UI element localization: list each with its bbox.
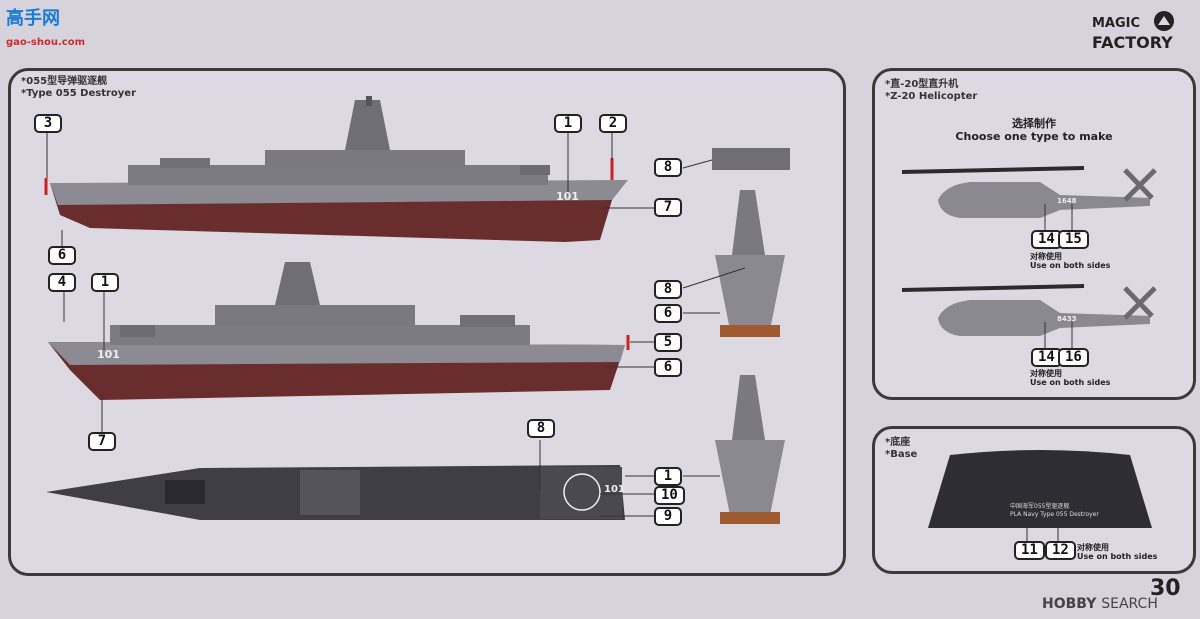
brand-mark-icon — [1154, 11, 1174, 31]
choose-type-note: 选择制作 Choose one type to make — [875, 117, 1193, 143]
choose-en: Choose one type to make — [955, 130, 1113, 143]
decal-badge-7-top: 7 — [654, 198, 682, 217]
decal-badge-8-top: 8 — [654, 158, 682, 177]
helicopter-2 — [901, 284, 1157, 336]
detail-strip — [712, 148, 790, 170]
ship-side-view-port — [48, 262, 630, 400]
base-title-en: *Base — [885, 449, 918, 460]
helicopter-1 — [901, 166, 1157, 218]
brand-line1: MAGIC — [1092, 16, 1141, 31]
base-title-cn: *底座 — [885, 437, 911, 448]
heli2-both-sides-en: Use on both sides — [1030, 378, 1111, 387]
heli1-both-sides-en: Use on both sides — [1030, 261, 1111, 270]
watermark-url: gao-shou.com — [6, 37, 86, 48]
decal-badge-8-mid: 8 — [654, 280, 682, 299]
magic-factory-logo: MAGIC FACTORY — [1092, 11, 1192, 52]
ship-side-view-starboard — [44, 96, 628, 242]
brand-line2: FACTORY — [1092, 33, 1173, 52]
helicopter-title-cn: *直-20型直升机 — [885, 79, 959, 90]
page-number: 30 — [1150, 576, 1181, 601]
base-plate-line2: PLA Navy Type 055 Destroyer — [1010, 511, 1099, 518]
choose-cn: 选择制作 — [1012, 117, 1056, 130]
decal-badge-5: 5 — [654, 333, 682, 352]
destroyer-title-en: *Type 055 Destroyer — [21, 88, 137, 99]
base-both-sides-en: Use on both sides — [1077, 552, 1158, 561]
decal-badge-16: 16 — [1058, 348, 1089, 367]
destroyer-title-cn: *055型导弹驱逐舰 — [21, 76, 108, 87]
decal-badge-7-low: 7 — [88, 432, 116, 451]
base-plate-text: 中国海军055型驱逐舰 PLA Navy Type 055 Destroyer — [1010, 503, 1099, 519]
ship-top-view — [46, 465, 625, 520]
base-both-sides: 对称使用 Use on both sides — [1077, 543, 1157, 561]
hull-number-port: 101 — [97, 348, 120, 361]
watermark-logo: 高手网 gao-shou.com — [6, 4, 85, 49]
decal-badge-1-low: 1 — [654, 467, 682, 486]
leader-lines — [46, 132, 746, 517]
base-title: *底座 *Base — [885, 437, 917, 461]
destroyer-title: *055型导弹驱逐舰 *Type 055 Destroyer — [21, 76, 136, 100]
footer-brand1: HOBBY — [1042, 596, 1097, 612]
helicopter-1-number: 1648 — [1057, 197, 1077, 205]
heli2-both-sides-cn: 对称使用 — [1030, 369, 1062, 378]
heli1-both-sides-cn: 对称使用 — [1030, 252, 1062, 261]
helicopter-title-en: *Z-20 Helicopter — [885, 91, 978, 102]
helicopter-2-number: 8433 — [1057, 315, 1077, 323]
decal-badge-1-top: 1 — [554, 114, 582, 133]
hull-number-deck: 101 — [604, 484, 625, 495]
base-plate-line1: 中国海军055型驱逐舰 — [1010, 503, 1070, 510]
decal-badge-9: 9 — [654, 507, 682, 526]
decal-badge-6-low: 6 — [654, 358, 682, 377]
decal-badge-2: 2 — [599, 114, 627, 133]
decal-badge-15: 15 — [1058, 230, 1089, 249]
decal-badge-14-low: 14 — [1031, 348, 1062, 367]
helicopter-title: *直-20型直升机 *Z-20 Helicopter — [885, 79, 977, 103]
ship-front-view-1 — [715, 190, 785, 337]
decal-badge-8-low: 8 — [527, 419, 555, 438]
decal-badge-11: 11 — [1014, 541, 1045, 560]
base-both-sides-cn: 对称使用 — [1077, 543, 1109, 552]
decal-badge-12: 12 — [1045, 541, 1076, 560]
decal-badge-3: 3 — [34, 114, 62, 133]
decal-badge-14-top: 14 — [1031, 230, 1062, 249]
decal-badge-1-mid: 1 — [91, 273, 119, 292]
heli2-both-sides: 对称使用 Use on both sides — [1030, 369, 1110, 387]
decal-badge-6-left: 6 — [48, 246, 76, 265]
decal-badge-10: 10 — [654, 486, 685, 505]
helicopter-leader-lines — [1044, 204, 1073, 348]
decal-badge-4: 4 — [48, 273, 76, 292]
watermark-title: 高手网 — [6, 8, 60, 29]
hull-number-top: 101 — [556, 190, 579, 203]
ship-front-view-2 — [715, 375, 785, 524]
heli1-both-sides: 对称使用 Use on both sides — [1030, 252, 1110, 270]
footer-brand2: SEARCH — [1101, 596, 1158, 612]
decal-badge-6-mid: 6 — [654, 304, 682, 323]
destroyer-drawings — [44, 96, 790, 524]
hobby-search-footer: HOBBY SEARCH — [1042, 596, 1158, 612]
